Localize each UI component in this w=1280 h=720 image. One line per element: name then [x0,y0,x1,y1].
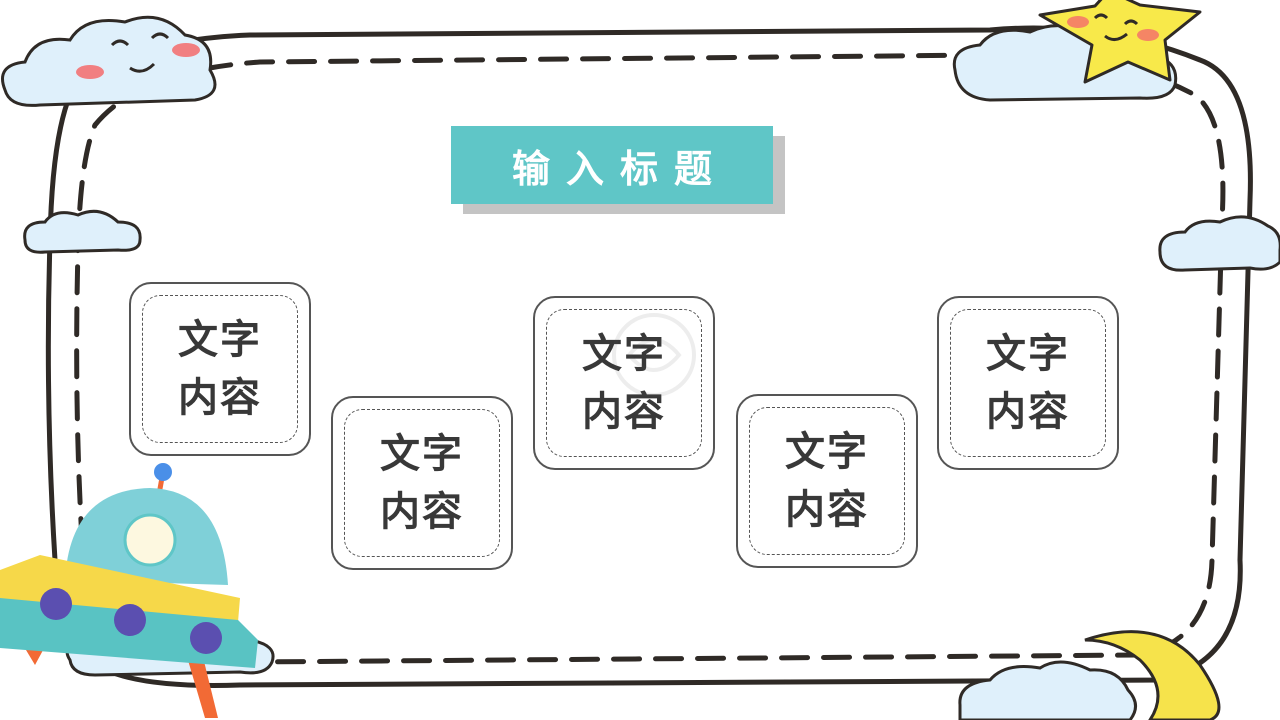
smiling-star-icon [952,0,1202,102]
card-line-1: 文字 [582,331,666,377]
page-title[interactable]: 输入标题 [451,126,773,204]
text-card-4[interactable]: 文字 内容 [736,394,918,568]
ufo-icon [0,463,275,718]
text-card-inner: 文字 内容 [749,407,905,555]
text-card-inner: 文字 内容 [142,295,298,443]
card-line-1: 文字 [785,429,869,475]
text-card-3[interactable]: 文字 内容 [533,296,715,470]
text-card-inner: 文字 内容 [344,409,500,557]
card-line-2: 内容 [380,489,464,535]
cloud-icon [23,209,142,254]
card-line-2: 内容 [785,487,869,533]
title-banner: 输入标题 [451,126,785,214]
card-line-2: 内容 [986,389,1070,435]
text-card-5[interactable]: 文字 内容 [937,296,1119,470]
card-line-1: 文字 [986,331,1070,377]
smiling-cloud-icon [1,15,217,107]
cloud-icon [1158,215,1280,272]
crescent-moon-icon [958,630,1221,720]
text-card-inner: 文字 内容 [546,309,702,457]
card-line-1: 文字 [380,431,464,477]
text-card-inner: 文字 内容 [950,309,1106,457]
text-card-1[interactable]: 文字 内容 [129,282,311,456]
card-line-1: 文字 [178,317,262,363]
outer-frame [45,25,1253,688]
text-card-2[interactable]: 文字 内容 [331,396,513,570]
card-line-2: 内容 [582,389,666,435]
card-line-2: 内容 [178,375,262,421]
